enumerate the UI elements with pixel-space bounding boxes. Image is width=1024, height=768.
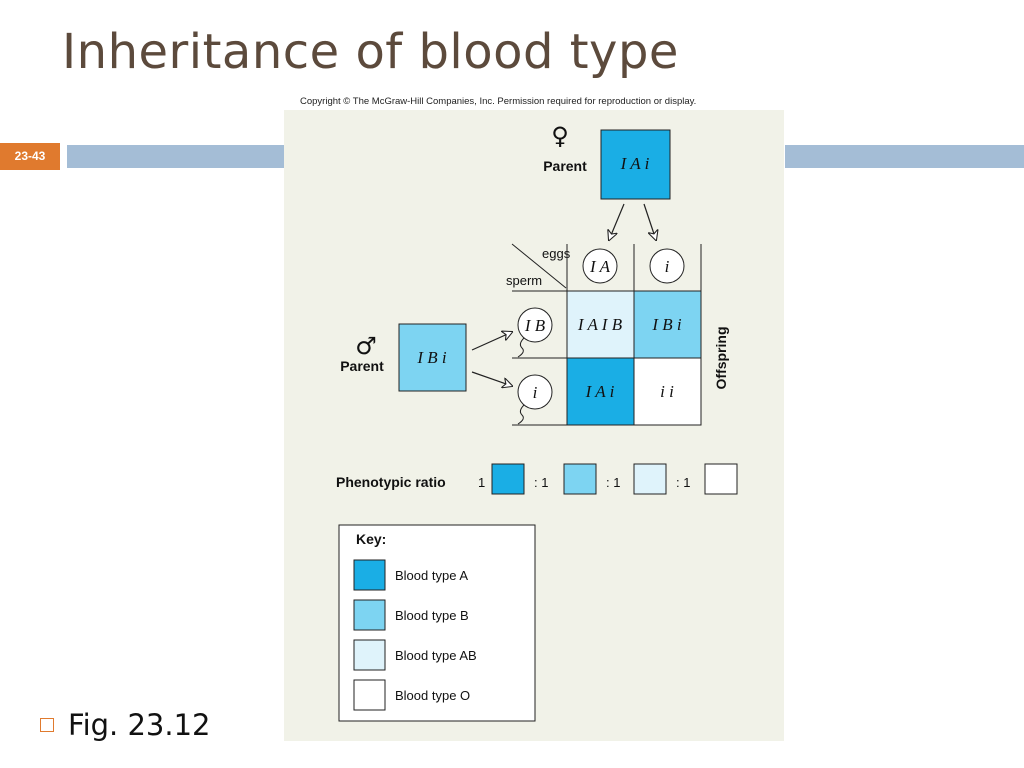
bullet-text: Fig. 23.12 [68,708,211,742]
ratio-swatch-o [704,463,738,495]
egg-allele-2: i [665,257,670,276]
arrow-to-egg-2 [643,203,656,240]
male-parent-label: Parent [340,358,384,374]
sperm-allele-2: i [533,383,538,402]
female-parent-genotype: I A i [620,154,650,173]
phenotypic-ratio-label: Phenotypic ratio [336,474,446,490]
offspring-cell-4 [633,357,702,426]
key-swatch-ab [353,639,386,671]
egg-allele-1: I A [589,257,611,276]
male-parent-genotype: I B i [416,348,447,367]
arrow-to-sperm-1 [471,332,512,351]
ratio-swatch-ab [633,463,667,495]
sperm-tail-1-icon [517,337,525,358]
key-label-a: Blood type A [395,568,468,583]
female-parent-label: Parent [543,158,587,174]
sperm-tail-2-icon [517,404,525,425]
punnett-figure: Copyright © The McGraw-Hill Companies, I… [284,92,784,741]
male-symbol-icon: ♂ [355,332,377,360]
key-swatch-b [353,599,386,631]
sperm-circle-1 [517,307,553,343]
key-label-ab: Blood type AB [395,648,477,663]
sperm-circle-2 [517,374,553,410]
ratio-value-4: : 1 [676,475,690,490]
offspring-cell-1 [566,290,635,359]
bullet-square-icon [40,718,54,732]
ratio-value-2: : 1 [534,475,548,490]
female-parent-box [600,129,671,200]
header-band-right [785,145,1024,168]
ratio-swatch-a [491,463,525,495]
key-swatch-a [353,559,386,591]
punnett-diagram: Copyright © The McGraw-Hill Companies, I… [284,96,784,741]
egg-circle-1 [582,248,618,284]
arrow-to-egg-1 [609,203,625,240]
sperm-label: sperm [506,273,542,288]
slide-number: 23-43 [0,143,60,170]
offspring-genotype-3: I A i [585,382,615,401]
offspring-cell-3 [566,357,635,426]
header-band-left [67,145,284,168]
key-label-b: Blood type B [395,608,469,623]
offspring-genotype-1: I A I B [577,315,623,334]
offspring-genotype-4: i i [660,382,674,401]
male-parent-box [398,323,467,392]
arrow-to-sperm-2 [471,371,512,386]
key-swatch-o [353,679,386,711]
ratio-value-1: 1 [478,475,485,490]
eggs-label: eggs [542,246,571,261]
offspring-label: Offspring [713,327,729,390]
copyright-text: Copyright © The McGraw-Hill Companies, I… [300,96,696,107]
female-symbol-icon: ♀ [551,122,569,150]
offspring-genotype-2: I B i [651,315,682,334]
bullet-item: Fig. 23.12 [40,708,211,742]
egg-circle-2 [649,248,685,284]
key-label-o: Blood type O [395,688,470,703]
ratio-value-3: : 1 [606,475,620,490]
header-diagonal [511,243,567,289]
sperm-allele-1: I B [524,316,546,335]
slide-title: Inheritance of blood type [62,24,679,80]
key-title: Key: [356,531,386,547]
ratio-swatch-b [563,463,597,495]
